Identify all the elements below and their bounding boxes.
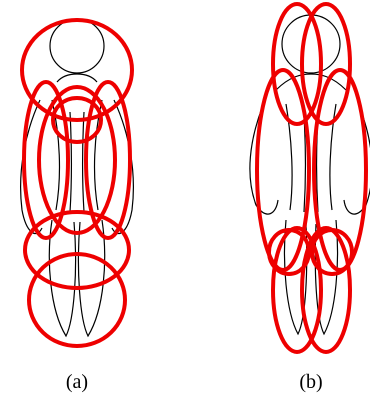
panel-a-torso-mid2 (83, 112, 85, 212)
panel-a-ellipse-legs (29, 254, 125, 346)
panel-a-head (50, 19, 104, 73)
panel-a-ellipses (22, 20, 132, 346)
panel-a-shoulders (57, 74, 97, 82)
panel-b-shoulders (276, 74, 346, 90)
panel-b-ellipse-upper-left (273, 4, 321, 124)
panel-a-label: (a) (66, 371, 88, 393)
panel-b-left-arm (250, 108, 278, 214)
panel-a-ellipse-upper (22, 20, 132, 120)
panel-a-left-leg (49, 220, 75, 336)
panel-b-ellipse-right-leg (302, 228, 350, 352)
panel-b-ellipse-upper-right (302, 4, 350, 124)
panel-b-ellipses (257, 4, 366, 352)
panel-b: (b) (250, 4, 370, 393)
panel-a-right-leg (78, 220, 104, 336)
panel-b-label: (b) (299, 371, 322, 393)
panel-a: (a) (21, 19, 134, 393)
panel-b-ellipse-left-leg (273, 228, 321, 352)
panel-a-ellipse-hip (25, 212, 129, 288)
panel-a-torso-mid (70, 112, 72, 212)
panel-b-head (282, 15, 340, 73)
